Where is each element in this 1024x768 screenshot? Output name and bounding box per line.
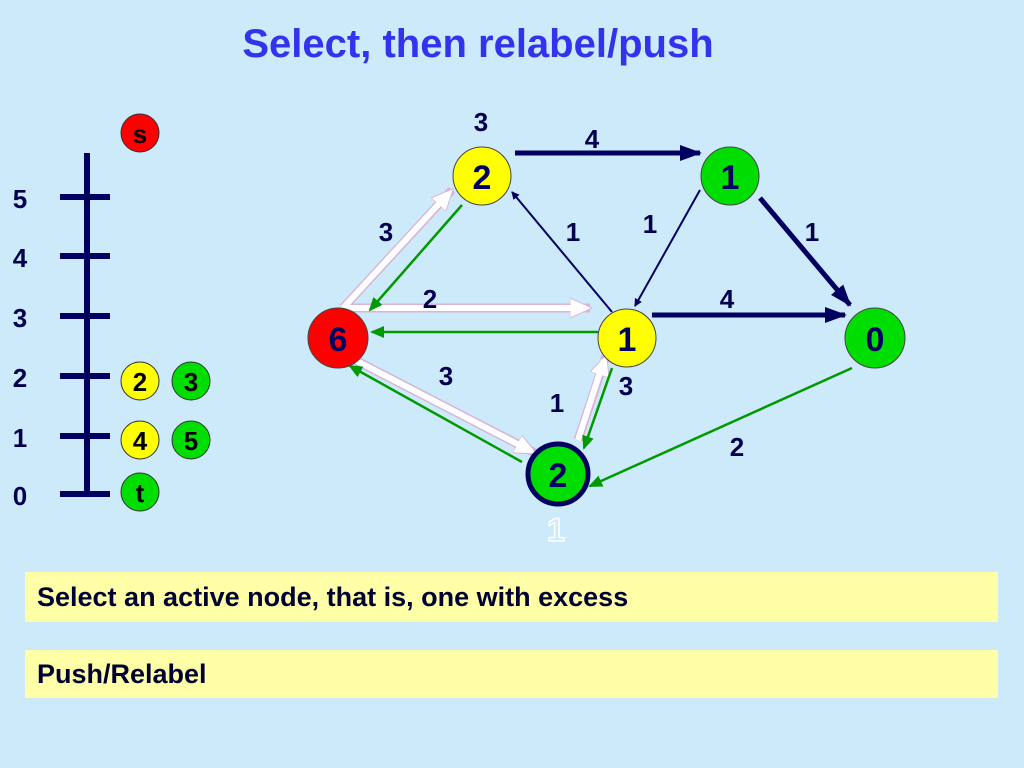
node-2[interactable]: 2 bbox=[452, 146, 512, 206]
edge-labels: 4 3 1 1 1 2 4 3 1 3 2 bbox=[379, 124, 819, 462]
scale-tick-label: 2 bbox=[13, 363, 27, 393]
node-sink[interactable]: 0 bbox=[844, 307, 906, 369]
edge-label: 4 bbox=[720, 284, 735, 314]
green-arrows bbox=[348, 204, 853, 488]
edge-label: 2 bbox=[423, 284, 437, 314]
scale-tick-label: 5 bbox=[13, 184, 27, 214]
dark-arrow bbox=[758, 196, 852, 307]
instruction-box-select: Select an active node, that is, one with… bbox=[25, 572, 998, 622]
edge-label: 3 bbox=[619, 371, 633, 401]
scale-tick-label: 1 bbox=[13, 423, 27, 453]
edge-label: 3 bbox=[379, 217, 393, 247]
scale-marker-4: 4 bbox=[120, 420, 160, 460]
dark-arrows bbox=[511, 145, 852, 323]
node-label: 1 bbox=[721, 159, 740, 197]
hollow-arrow-inner bbox=[340, 191, 451, 311]
scale-marker-2: 2 bbox=[120, 361, 160, 401]
edge-label: 1 bbox=[550, 388, 564, 418]
page-title: Select, then relabel/push bbox=[242, 22, 714, 66]
scale-tick-label: 0 bbox=[13, 481, 27, 511]
marker-label: 3 bbox=[184, 367, 198, 397]
marker-label: t bbox=[136, 478, 145, 508]
node-label: 0 bbox=[866, 321, 885, 359]
green-arrow bbox=[582, 367, 614, 450]
node-label: 6 bbox=[329, 321, 348, 359]
hollow-arrow-inner bbox=[575, 359, 607, 441]
node-5-selected[interactable]: 2 bbox=[525, 441, 591, 507]
scale-marker-5: 5 bbox=[171, 420, 211, 460]
edge-label: 1 bbox=[643, 209, 657, 239]
instruction-box-push-relabel: Push/Relabel bbox=[25, 650, 998, 698]
edge-label: 2 bbox=[730, 432, 744, 462]
green-arrow bbox=[368, 204, 463, 312]
scale-tick-label: 3 bbox=[13, 303, 27, 333]
node-3[interactable]: 1 bbox=[700, 146, 760, 206]
scale-marker-3: 3 bbox=[171, 361, 211, 401]
scale-marker-t: t bbox=[120, 472, 160, 512]
edge-label: 4 bbox=[585, 124, 600, 154]
node-height-label: 3 bbox=[474, 107, 488, 137]
node-label: 2 bbox=[473, 159, 492, 197]
edge-label: 1 bbox=[805, 217, 819, 247]
edge-label: 1 bbox=[566, 217, 580, 247]
scale-marker-s: s bbox=[120, 113, 160, 153]
node-label: 2 bbox=[549, 457, 568, 495]
green-arrow bbox=[588, 366, 853, 488]
marker-label: 5 bbox=[184, 426, 198, 456]
green-arrow bbox=[348, 364, 523, 464]
marker-label: 2 bbox=[133, 367, 147, 397]
node-label: 1 bbox=[618, 321, 637, 359]
node-new-height-label: 1 bbox=[547, 512, 565, 548]
marker-label: 4 bbox=[133, 426, 148, 456]
edge-label: 3 bbox=[439, 361, 453, 391]
dark-arrow bbox=[634, 189, 701, 307]
scale-tick-label: 4 bbox=[13, 243, 28, 273]
height-scale: 5 4 3 2 1 0 s 2 3 4 5 t bbox=[13, 113, 211, 512]
dark-arrow bbox=[511, 191, 613, 313]
marker-label: s bbox=[133, 119, 147, 149]
node-source[interactable]: 6 bbox=[307, 307, 369, 369]
hollow-arrow-inner bbox=[353, 357, 533, 454]
node-4[interactable]: 1 bbox=[597, 308, 657, 368]
